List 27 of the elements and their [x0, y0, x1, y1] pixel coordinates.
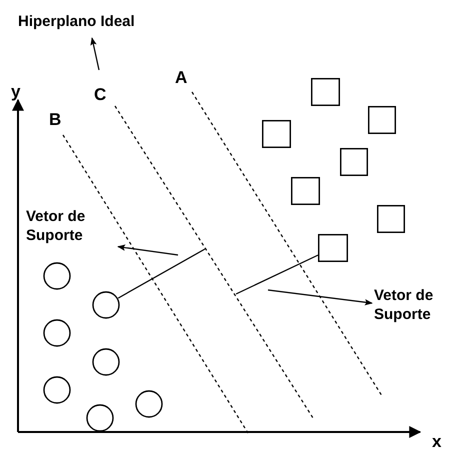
data-point-circle: [92, 291, 120, 319]
data-point-circle: [92, 348, 120, 376]
data-point-square: [262, 120, 291, 148]
axis-label: x: [432, 432, 442, 452]
data-point-square: [340, 148, 368, 176]
callout-text: Vetor de Suporte: [374, 286, 454, 328]
data-point-circle: [135, 390, 163, 418]
axis-label: y: [11, 82, 20, 102]
data-point-circle: [43, 319, 71, 347]
data-point-square: [311, 78, 340, 106]
callout-text: Hiperplano Ideal: [18, 12, 198, 34]
data-point-square: [368, 106, 396, 134]
leader-arrow: [90, 37, 100, 70]
data-point-circle: [86, 404, 114, 432]
data-point-square: [318, 234, 348, 262]
data-point-square: [291, 177, 320, 205]
data-point-circle: [43, 376, 71, 404]
callout-text: Vetor de Suporte: [26, 207, 116, 249]
line-label: C: [94, 85, 106, 105]
line-label: B: [49, 110, 62, 130]
leader-arrow: [268, 289, 373, 306]
line-label: A: [175, 68, 188, 88]
data-point-square: [377, 205, 405, 233]
margin-line: [236, 254, 318, 295]
margin-line: [118, 248, 206, 299]
leader-arrow: [117, 244, 178, 256]
data-point-circle: [43, 262, 71, 290]
